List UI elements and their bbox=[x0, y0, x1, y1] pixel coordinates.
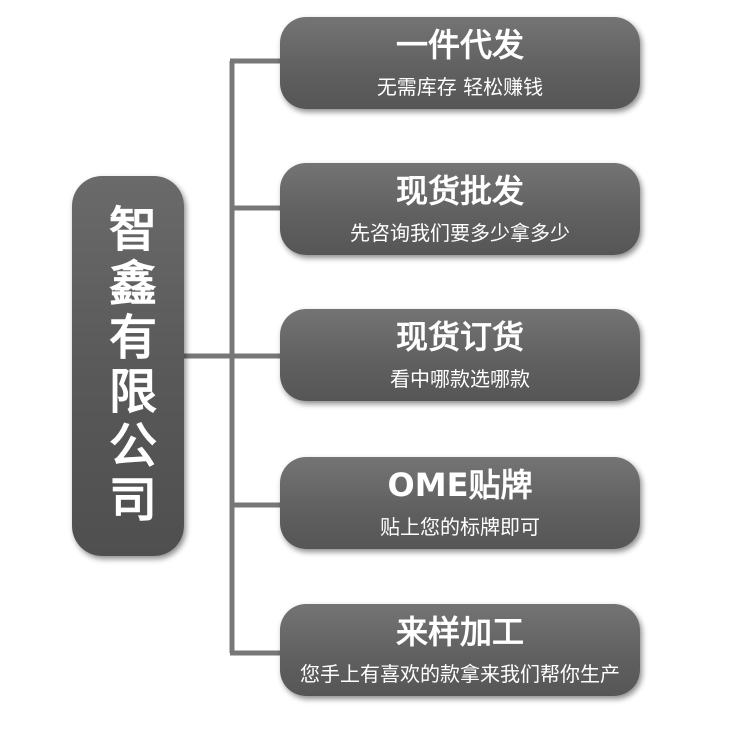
branch-subtitle: 您手上有喜欢的款拿来我们帮你生产 bbox=[300, 662, 620, 686]
branch-title: 来样加工 bbox=[395, 613, 524, 651]
branch-title: 一件代发 bbox=[395, 26, 524, 64]
branch-node-stock-order: 现货订货 看中哪款选哪款 bbox=[280, 309, 640, 401]
branch-node-dropshipping: 一件代发 无需库存 轻松赚钱 bbox=[280, 17, 640, 109]
branch-title: 现货订货 bbox=[395, 318, 524, 356]
branch-subtitle: 贴上您的标牌即可 bbox=[380, 515, 540, 539]
root-label: 智鑫有限公司 bbox=[100, 204, 156, 528]
branch-node-sample-processing: 来样加工 您手上有喜欢的款拿来我们帮你生产 bbox=[280, 604, 640, 696]
branch-subtitle: 无需库存 轻松赚钱 bbox=[376, 75, 544, 99]
branch-node-oem-label: OME贴牌 贴上您的标牌即可 bbox=[280, 457, 640, 549]
root-node: 智鑫有限公司 bbox=[72, 176, 184, 556]
branch-title: 现货批发 bbox=[395, 172, 524, 210]
branch-subtitle: 先咨询我们要多少拿多少 bbox=[350, 221, 570, 245]
branch-node-wholesale: 现货批发 先咨询我们要多少拿多少 bbox=[280, 163, 640, 255]
branch-subtitle: 看中哪款选哪款 bbox=[390, 367, 530, 391]
branch-title: OME贴牌 bbox=[387, 466, 533, 504]
